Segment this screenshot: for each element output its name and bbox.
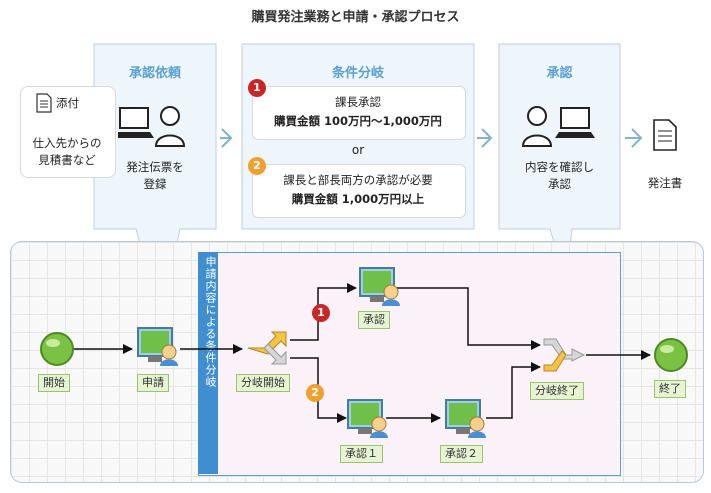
purchase-order-label: 発注書 bbox=[647, 176, 683, 190]
document-icon bbox=[36, 93, 52, 113]
split-gateway-icon bbox=[247, 331, 287, 365]
diagram-title: 購買発注業務と申請・承認プロセス bbox=[251, 10, 460, 25]
case1-line1: 課長承認 bbox=[335, 95, 381, 109]
lane-label: 申請内容による条件分岐 bbox=[198, 252, 218, 474]
case2-line1: 課長と部長両方の承認が必要 bbox=[283, 173, 433, 187]
start-event-icon bbox=[40, 332, 74, 366]
attachment-line-1: 仕入先からの bbox=[32, 136, 102, 150]
merge-gateway-icon bbox=[543, 338, 586, 372]
merge-label: 分岐終了 bbox=[530, 382, 584, 400]
attachment-card bbox=[20, 86, 116, 178]
attachment-line-2: 見積書など bbox=[38, 153, 96, 167]
task-monitor-icon bbox=[137, 327, 178, 366]
case1-card bbox=[252, 86, 466, 140]
user-computer-icon-approver bbox=[521, 106, 595, 147]
purchase-order-icon bbox=[653, 119, 677, 151]
task-monitor-icon bbox=[445, 399, 486, 438]
approval-text-2: 承認 bbox=[548, 177, 571, 191]
branch-header: 条件分岐 bbox=[331, 66, 384, 81]
case1-badge: 1 bbox=[248, 79, 266, 97]
start-label: 開始 bbox=[38, 374, 70, 392]
condition-lane bbox=[198, 252, 621, 476]
case1-line2: 購買金額 100万円〜1,000万円 bbox=[274, 114, 442, 128]
end-event-icon bbox=[654, 338, 688, 372]
approval-text-1: 内容を確認し bbox=[525, 160, 594, 174]
case2-line2: 購買金額 1,000万円以上 bbox=[291, 192, 425, 206]
task-monitor-icon bbox=[347, 399, 388, 438]
approve-label: 承認 bbox=[358, 311, 390, 329]
attachment-label: 添付 bbox=[56, 96, 79, 110]
request-text-1: 発注伝票を bbox=[126, 160, 184, 174]
end-label: 終了 bbox=[654, 380, 686, 398]
approve1-label: 承認１ bbox=[340, 445, 383, 463]
request-header: 承認依頼 bbox=[128, 66, 181, 81]
case2-card bbox=[252, 164, 466, 218]
case2-badge: 2 bbox=[248, 157, 266, 175]
request-text-2: 登録 bbox=[143, 177, 167, 191]
apply-label: 申請 bbox=[137, 374, 169, 392]
branch1-badge: 1 bbox=[312, 304, 330, 322]
task-monitor-icon bbox=[359, 267, 400, 306]
approve2-label: 承認２ bbox=[440, 445, 483, 463]
split-label: 分岐開始 bbox=[236, 374, 290, 392]
user-computer-icon bbox=[118, 106, 186, 147]
or-label: or bbox=[351, 143, 365, 157]
branch2-badge: 2 bbox=[306, 384, 324, 402]
approval-header: 承認 bbox=[546, 66, 573, 81]
